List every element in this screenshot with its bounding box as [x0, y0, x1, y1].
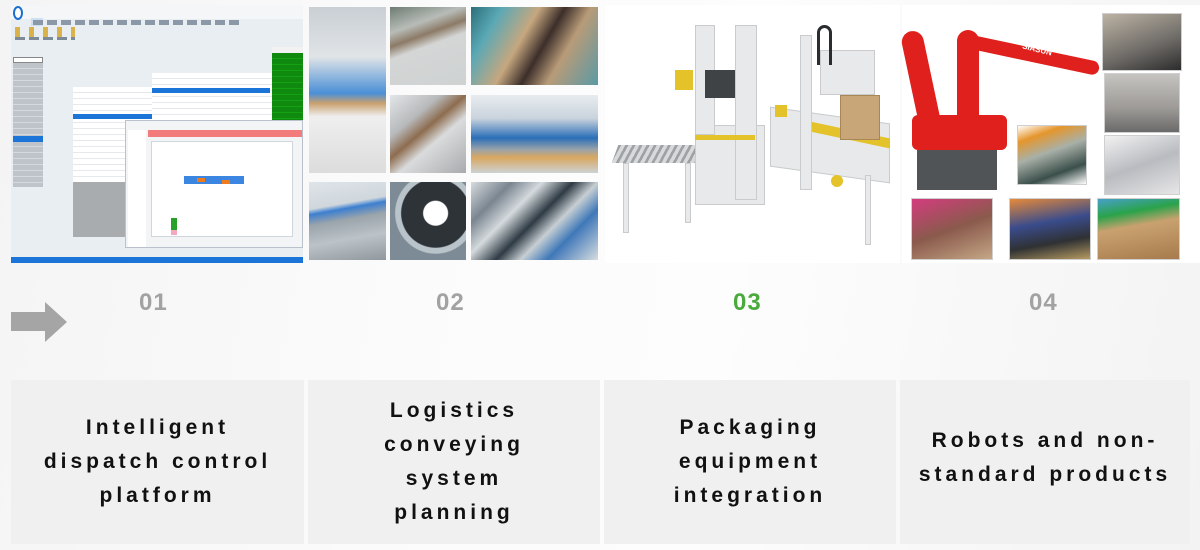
photo-belt-conveyor — [390, 7, 466, 85]
step-card-conveying[interactable]: Logistics conveying system planning — [308, 380, 600, 544]
robot-palletizing-photo — [911, 198, 993, 260]
step-number-03: 03 — [733, 289, 762, 316]
dialog-item-marker — [197, 178, 205, 182]
step-number-02: 02 — [436, 289, 465, 316]
step-number-04: 04 — [1029, 289, 1058, 316]
screenshot-side-list — [13, 57, 43, 187]
photo-production-hall — [471, 95, 598, 173]
screenshot-menu-bar — [33, 20, 243, 25]
step-card-title: Logistics conveying system planning — [384, 399, 524, 524]
roller-table — [611, 145, 704, 163]
step-card-title: Packaging equipment integration — [673, 416, 827, 507]
screenshot-right-selected-row — [152, 88, 270, 93]
screenshot-side-list-selected — [13, 136, 43, 142]
dialog-green-cells — [171, 218, 177, 230]
carton-stack-photo — [1097, 198, 1180, 260]
dialog-tree — [128, 130, 146, 247]
machine-leg — [685, 163, 691, 223]
vacuum-gripper-photo — [1009, 198, 1091, 260]
folder-yellow-guard — [775, 105, 787, 117]
robot-base — [917, 150, 997, 190]
screenshot-middle-selected-row — [73, 114, 153, 119]
dialog-item-marker — [222, 180, 230, 184]
step-card-packaging[interactable]: Packaging equipment integration — [604, 380, 896, 544]
dialog-alert-bar — [148, 130, 302, 137]
robot-products-collage: SIASUN — [899, 5, 1200, 263]
photo-curved-conveyor — [390, 182, 466, 260]
screenshot-toolbar-labels — [15, 37, 75, 40]
step-card-title: Robots and non-standard products — [918, 429, 1172, 486]
screenshot-toolbar-icons — [15, 27, 75, 37]
cable-arch — [817, 25, 832, 65]
fixture-photo — [1104, 73, 1180, 133]
dialog-pink-cells — [171, 230, 177, 235]
packaging-machine-image — [605, 5, 900, 263]
arrow-right-icon-head — [45, 302, 67, 342]
dialog-conveyor-bar — [184, 176, 244, 184]
sealer-head — [705, 70, 735, 98]
photo-pallet-conveyor — [471, 182, 598, 260]
app-logo-icon — [13, 6, 23, 20]
screenshot-titlebar — [11, 5, 303, 19]
step-number-01: 01 — [139, 289, 168, 316]
screenshot-right-table — [152, 73, 272, 121]
photo-roller-trays — [471, 7, 598, 85]
sealer-yellow-guard — [675, 70, 693, 90]
sealer-yellow-rail — [695, 135, 755, 140]
screenshot-side-list-header — [13, 57, 43, 63]
step-card-robots[interactable]: Robots and non-standard products — [900, 380, 1190, 544]
gripper-photo — [1102, 13, 1182, 71]
step-card-title: Intelligent dispatch control platform — [43, 416, 272, 507]
photo-conveyor-frame — [390, 95, 466, 173]
folder-column — [800, 35, 812, 190]
screenshot-layout-dialog — [125, 120, 303, 248]
dispatch-platform-screenshot — [11, 5, 303, 263]
gripper-render — [1017, 125, 1087, 185]
machine-leg — [623, 163, 629, 233]
robot-boom — [960, 33, 1101, 76]
photo-roller-line — [309, 182, 386, 260]
screenshot-statusbar — [11, 257, 303, 263]
sealer-column — [735, 25, 757, 200]
photo-warehouse-conveyor — [309, 7, 386, 173]
robot-shoulder — [912, 115, 1007, 150]
carton-box — [840, 95, 880, 140]
tape-roll — [831, 175, 843, 187]
machine-leg — [865, 175, 871, 245]
step-card-dispatch[interactable]: Intelligent dispatch control platform — [11, 380, 304, 544]
frame-cad-image — [1104, 135, 1180, 195]
arrow-right-icon — [11, 312, 46, 331]
screenshot-status-header — [272, 47, 303, 53]
